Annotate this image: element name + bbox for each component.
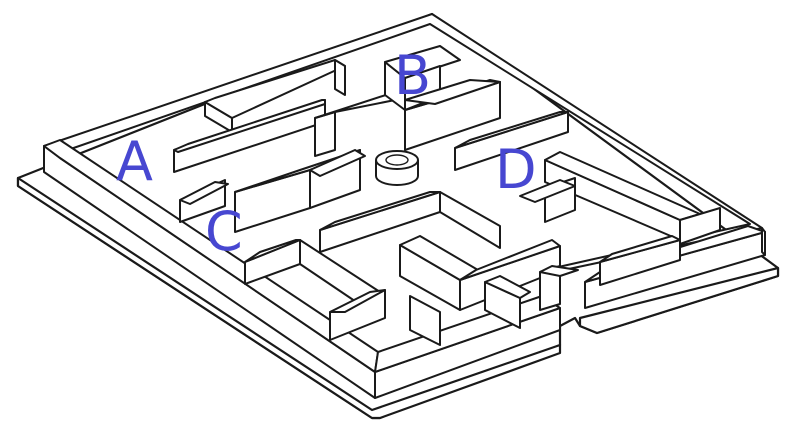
label-c: C <box>205 200 243 263</box>
cylinder-marker <box>375 150 419 186</box>
label-d: D <box>495 138 537 201</box>
label-a: A <box>116 130 153 193</box>
room-labels: A B C D <box>116 44 537 263</box>
inner-walls <box>173 45 721 346</box>
label-b: B <box>394 44 431 107</box>
